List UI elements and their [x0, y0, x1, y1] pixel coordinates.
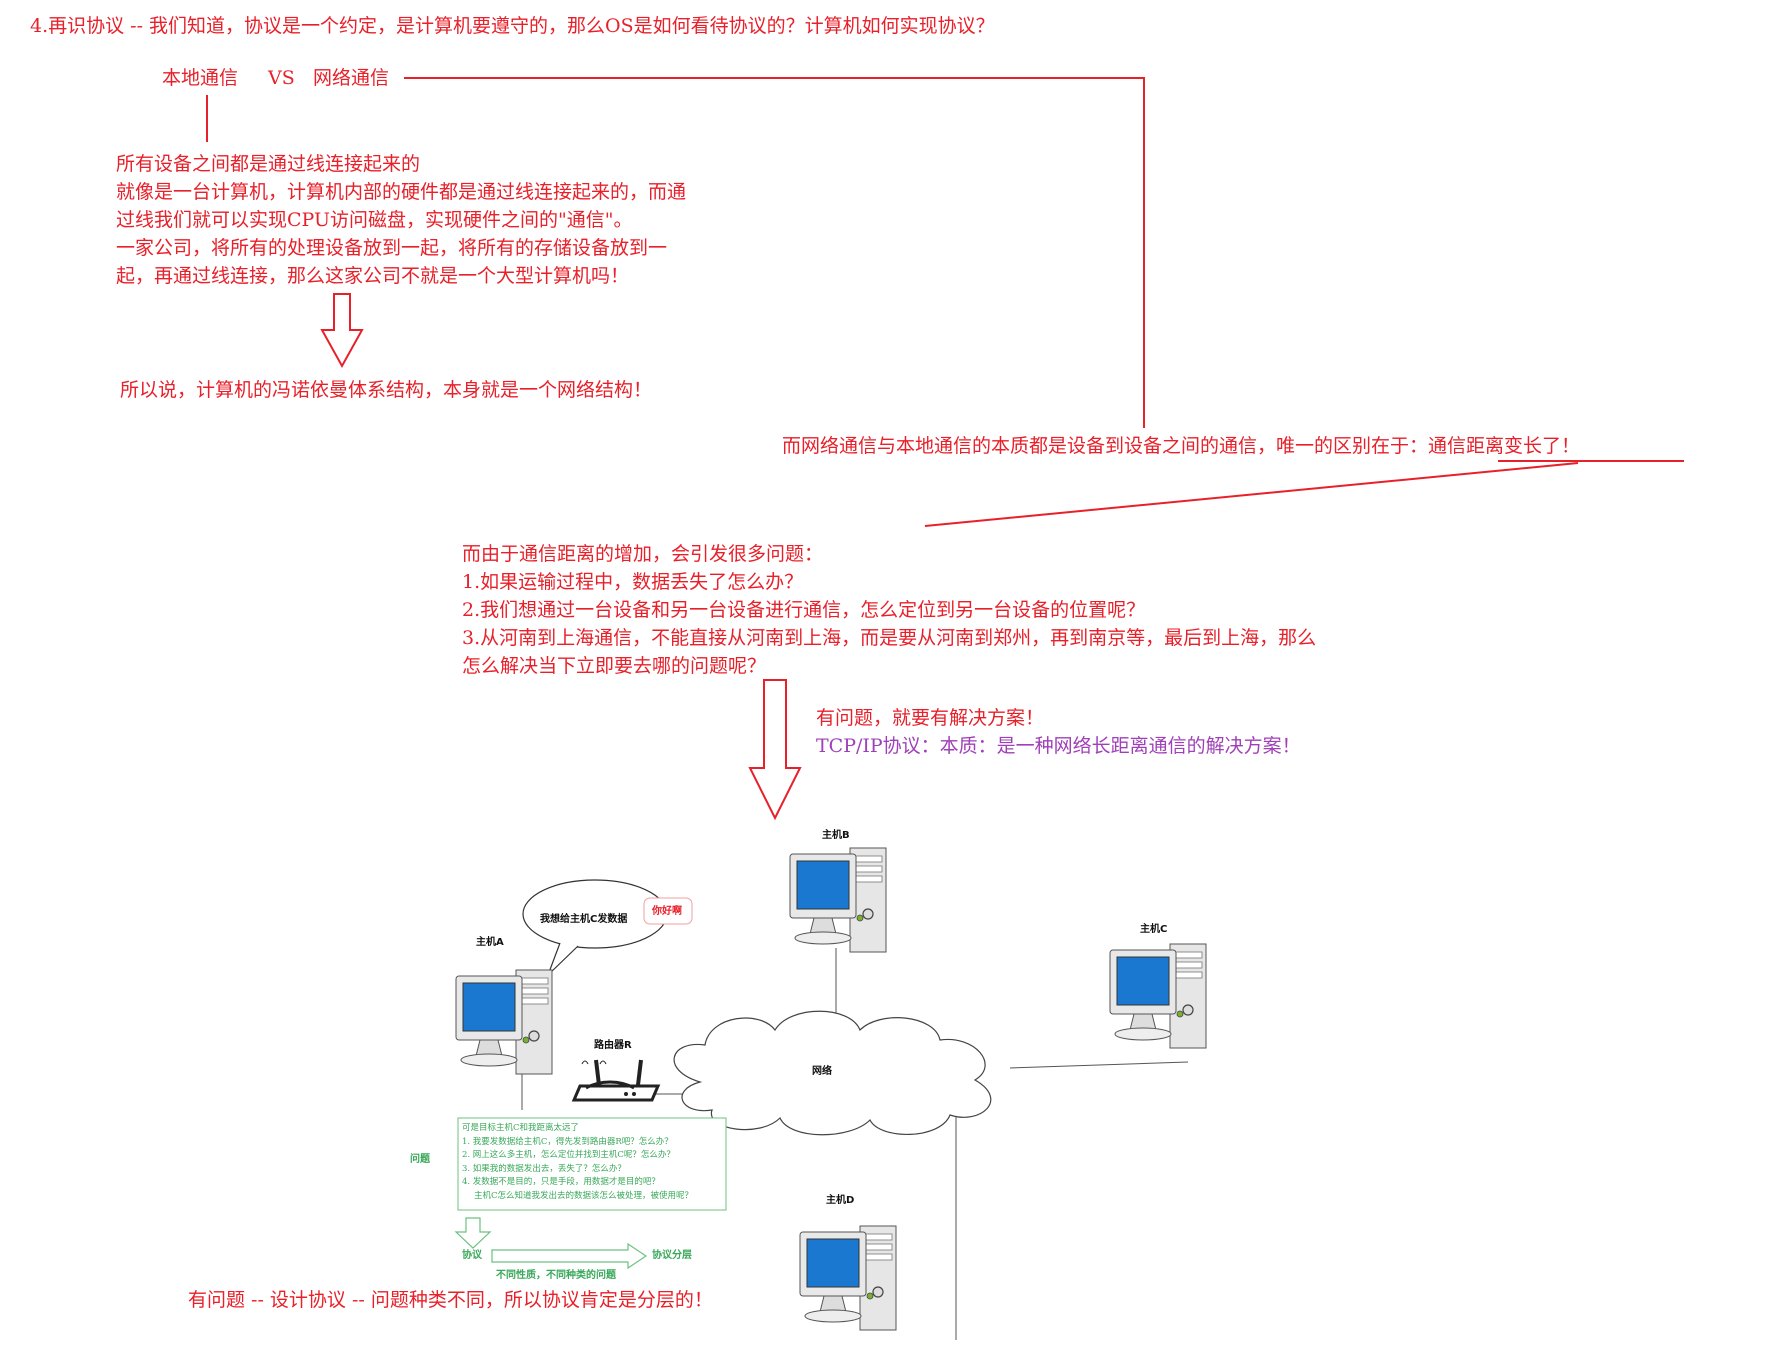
local-explain-line: 就像是一台计算机，计算机内部的硬件都是通过线连接起来的，而通 — [116, 181, 687, 203]
host-a-computer-icon — [455, 969, 553, 1075]
essence-prefix: 而网络通信与本地通信的本质都是设备到设备之间的通信，唯一的区别在于： — [782, 435, 1429, 457]
tcpip-text: TCP/IP协议：本质：是一种网络长距离通信的解决方案！ — [816, 735, 1301, 757]
network-connector-line — [404, 77, 1145, 428]
problem-box-content: 可是目标主机C和我距离太远了 1. 我要发数据给主机C，得先发到路由器R吧？怎么… — [462, 1122, 693, 1203]
heading: 4.再识协议 -- 我们知道，协议是一个约定，是计算机要遵守的，那么OS是如何看… — [30, 15, 995, 37]
conclusion-text: 所以说，计算机的冯诺依曼体系结构，本身就是一个网络结构！ — [120, 379, 653, 401]
greeting-tag — [643, 897, 693, 925]
solution-text: 有问题，就要有解决方案！ — [816, 707, 1045, 729]
problem-label: 问题 — [410, 1154, 430, 1165]
problem-box-line: 3. 如果我的数据发出去，丢失了？怎么办？ — [462, 1163, 626, 1174]
network-cloud — [673, 1010, 992, 1136]
down-arrow-1 — [320, 293, 364, 369]
essence-highlight: 通信距离变长了！ — [1428, 435, 1581, 457]
problem-line: 2.我们想通过一台设备和另一台设备进行通信，怎么定位到另一台设备的位置呢？ — [462, 599, 1146, 621]
diagonal-connector-line — [924, 462, 1579, 527]
host-b-computer-icon — [789, 847, 887, 953]
local-explain-line: 所有设备之间都是通过线连接起来的 — [116, 153, 421, 175]
problem-line: 1.如果运输过程中，数据丢失了怎么办？ — [462, 571, 804, 593]
host-a-label: 主机A — [476, 937, 504, 948]
host-d-computer-icon — [799, 1225, 897, 1331]
host-b-label: 主机B — [822, 830, 850, 841]
problem-line: 3.从河南到上海通信，不能直接从河南到上海，而是要从河南到郑州，再到南京等，最后… — [462, 627, 1317, 649]
problem-box-line: 2. 网上这么多主机，怎么定位并找到主机C呢？怎么办？ — [462, 1150, 675, 1160]
problem-box-line: 1. 我要发数据给主机C，得先发到路由器R吧？怎么办？ — [462, 1136, 673, 1147]
local-explain-block: 所有设备之间都是通过线连接起来的 就像是一台计算机，计算机内部的硬件都是通过线连… — [116, 150, 686, 290]
greeting-text: 你好啊 — [652, 906, 682, 917]
router-icon — [571, 1059, 661, 1102]
diff-nature-label: 不同性质，不同种类的问题 — [496, 1270, 616, 1281]
network-label: 网络 — [812, 1066, 832, 1077]
problem-line: 而由于通信距离的增加，会引发很多问题： — [462, 543, 824, 565]
problem-box-line: 可是目标主机C和我距离太远了 — [462, 1123, 580, 1133]
local-explain-line: 一家公司，将所有的处理设备放到一起，将所有的存储设备放到一 — [116, 237, 668, 259]
bubble-text: 我想给主机C发数据 — [540, 914, 628, 925]
problems-block: 而由于通信距离的增加，会引发很多问题： 1.如果运输过程中，数据丢失了怎么办？ … — [462, 540, 1316, 680]
local-explain-line: 起，再通过线连接，那么这家公司不就是一个大型计算机吗！ — [116, 265, 630, 287]
green-right-arrow — [491, 1242, 648, 1270]
local-explain-line: 过线我们就可以实现CPU访问磁盘，实现硬件之间的"通信"。 — [116, 209, 633, 231]
host-d-label: 主机D — [826, 1195, 855, 1206]
link-network-c — [1009, 1061, 1189, 1069]
layering-label: 协议分层 — [652, 1250, 692, 1261]
essence-text: 而网络通信与本地通信的本质都是设备到设备之间的通信，唯一的区别在于：通信距离变长… — [782, 432, 1580, 460]
host-c-computer-icon — [1109, 943, 1207, 1049]
speech-bubble — [522, 879, 668, 976]
protocol-label: 协议 — [462, 1250, 482, 1261]
router-label: 路由器R — [594, 1040, 632, 1051]
problem-box — [457, 1117, 727, 1211]
problem-box-line: 4. 发数据不是目的，只是手段，用数据才是目的吧？ — [462, 1177, 660, 1187]
vs-label: VS — [268, 67, 295, 89]
final-line: 有问题 -- 设计协议 -- 问题种类不同，所以协议肯定是分层的！ — [188, 1289, 713, 1311]
local-comm-label: 本地通信 — [162, 67, 239, 89]
network-comm-label: 网络通信 — [313, 67, 390, 89]
down-arrow-2 — [748, 679, 802, 821]
green-down-arrow — [454, 1217, 492, 1249]
host-c-label: 主机C — [1140, 924, 1168, 935]
problem-box-line: 主机C怎么知道我发出去的数据该怎么被处理，被使用呢？ — [474, 1190, 694, 1201]
problem-line: 怎么解决当下立即要去哪的问题呢？ — [462, 655, 767, 677]
